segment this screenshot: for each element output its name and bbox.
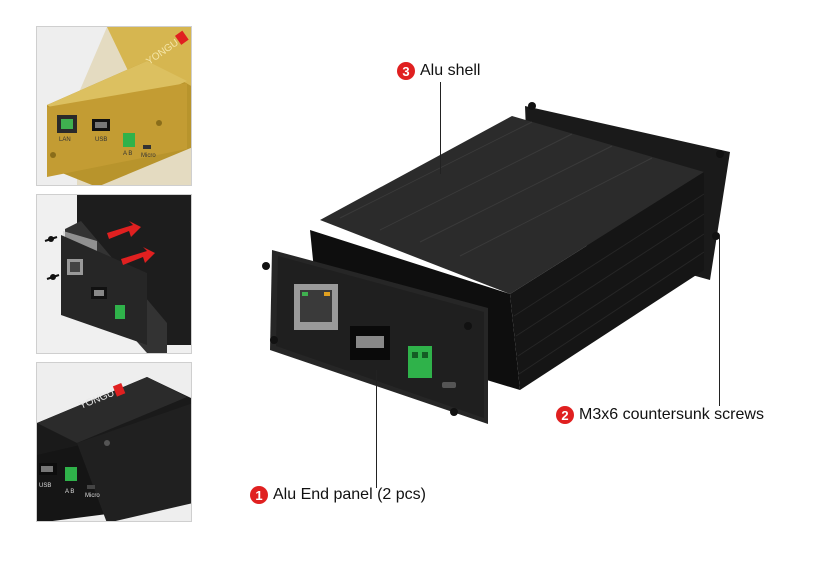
black-enclosure-thumbnail: USB A B Micro YONGU <box>36 362 192 522</box>
enclosure-exploded-illustration <box>262 102 730 424</box>
callout-label: M3x6 countersunk screws <box>579 406 764 423</box>
leader-line-panel <box>376 370 377 488</box>
port-ab-label: A B <box>123 151 132 157</box>
leader-line-shell <box>440 82 441 174</box>
end-panel-assembly-thumbnail <box>36 194 192 354</box>
callout-end-panel: 1 Alu End panel (2 pcs) <box>250 486 426 504</box>
gold-enclosure-thumbnail: LAN USB A B Micro YONGU <box>36 26 192 186</box>
callout-label: Alu shell <box>420 62 481 79</box>
port-usb-label: USB <box>95 137 107 143</box>
callout-countersunk-screws: 2 M3x6 countersunk screws <box>556 406 764 424</box>
callout-number-badge: 1 <box>250 486 268 504</box>
leader-line-screws <box>719 236 720 406</box>
callout-alu-shell: 3 Alu shell <box>397 62 480 80</box>
port-usb-label-black: USB <box>39 483 51 489</box>
port-lan-label: LAN <box>59 137 71 143</box>
callout-number-badge: 3 <box>397 62 415 80</box>
port-ab-label-black: A B <box>65 489 74 495</box>
callout-number-badge: 2 <box>556 406 574 424</box>
callout-label: Alu End panel (2 pcs) <box>273 486 426 503</box>
port-micro-label-black: Micro <box>85 493 100 499</box>
port-micro-label: Micro <box>141 153 156 159</box>
